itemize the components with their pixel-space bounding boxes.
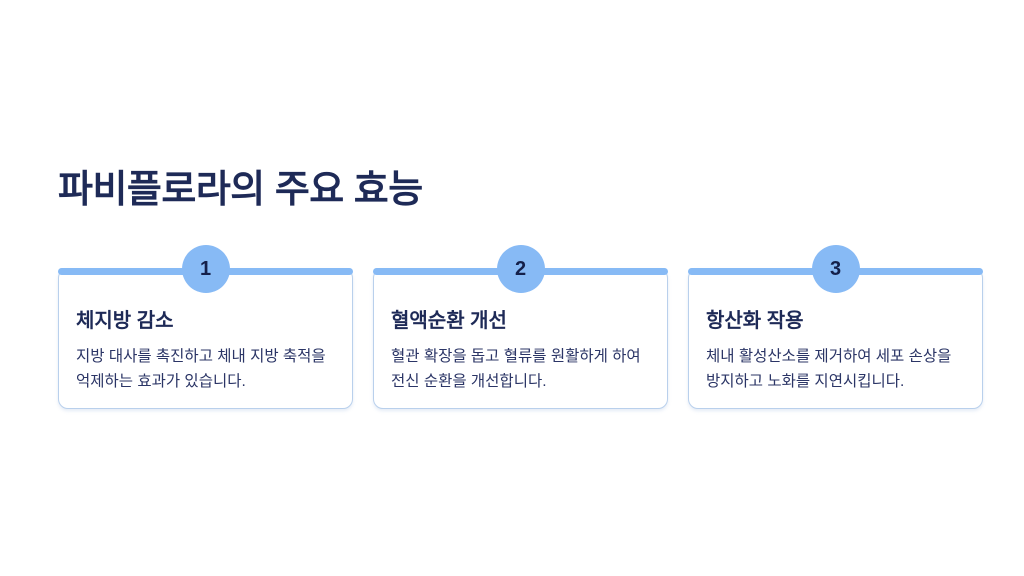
step-number-badge-3: 3 bbox=[811, 245, 860, 293]
feature-card-3: 3 항산화 작용 체내 활성산소를 제거하여 세포 손상을 방지하고 노화를 지… bbox=[688, 245, 983, 409]
card-body-line: 혈관 확장을 돕고 혈류를 원활하게 하여 bbox=[391, 348, 641, 365]
card-body-line: 지방 대사를 촉진하고 체내 지방 축적을 bbox=[76, 348, 326, 365]
feature-card-2: 2 혈액순환 개선 혈관 확장을 돕고 혈류를 원활하게 하여 전신 순환을 개… bbox=[373, 245, 668, 409]
step-number-badge-2: 2 bbox=[496, 245, 545, 293]
card-title: 혈액순환 개선 bbox=[391, 310, 507, 332]
card-body-line: 체내 활성산소를 제거하여 세포 손상을 bbox=[706, 348, 952, 365]
card-title: 체지방 감소 bbox=[76, 310, 174, 332]
feature-cards-row: 1 체지방 감소 지방 대사를 촉진하고 체내 지방 축적을 억제하는 효과가 … bbox=[58, 245, 983, 409]
card-content: 혈액순환 개선 혈관 확장을 돕고 혈류를 원활하게 하여 전신 순환을 개선합… bbox=[374, 269, 667, 394]
card-title: 항산화 작용 bbox=[706, 310, 804, 332]
card-body-line: 방지하고 노화를 지연시킵니다. bbox=[706, 373, 905, 390]
feature-card-1: 1 체지방 감소 지방 대사를 촉진하고 체내 지방 축적을 억제하는 효과가 … bbox=[58, 245, 353, 409]
step-number-badge-1: 1 bbox=[181, 245, 230, 293]
card-content: 체지방 감소 지방 대사를 촉진하고 체내 지방 축적을 억제하는 효과가 있습… bbox=[59, 269, 352, 394]
card-body-line: 전신 순환을 개선합니다. bbox=[391, 373, 547, 390]
page-title: 파비플로라의 주요 효능 bbox=[58, 169, 423, 211]
card-body: 혈관 확장을 돕고 혈류를 원활하게 하여 전신 순환을 개선합니다. bbox=[391, 344, 650, 394]
card-body: 지방 대사를 촉진하고 체내 지방 축적을 억제하는 효과가 있습니다. bbox=[76, 344, 335, 394]
card-content: 항산화 작용 체내 활성산소를 제거하여 세포 손상을 방지하고 노화를 지연시… bbox=[689, 269, 982, 394]
card-body: 체내 활성산소를 제거하여 세포 손상을 방지하고 노화를 지연시킵니다. bbox=[706, 344, 965, 394]
card-box-2: 혈액순환 개선 혈관 확장을 돕고 혈류를 원활하게 하여 전신 순환을 개선합… bbox=[373, 268, 668, 409]
card-body-line: 억제하는 효과가 있습니다. bbox=[76, 373, 246, 390]
